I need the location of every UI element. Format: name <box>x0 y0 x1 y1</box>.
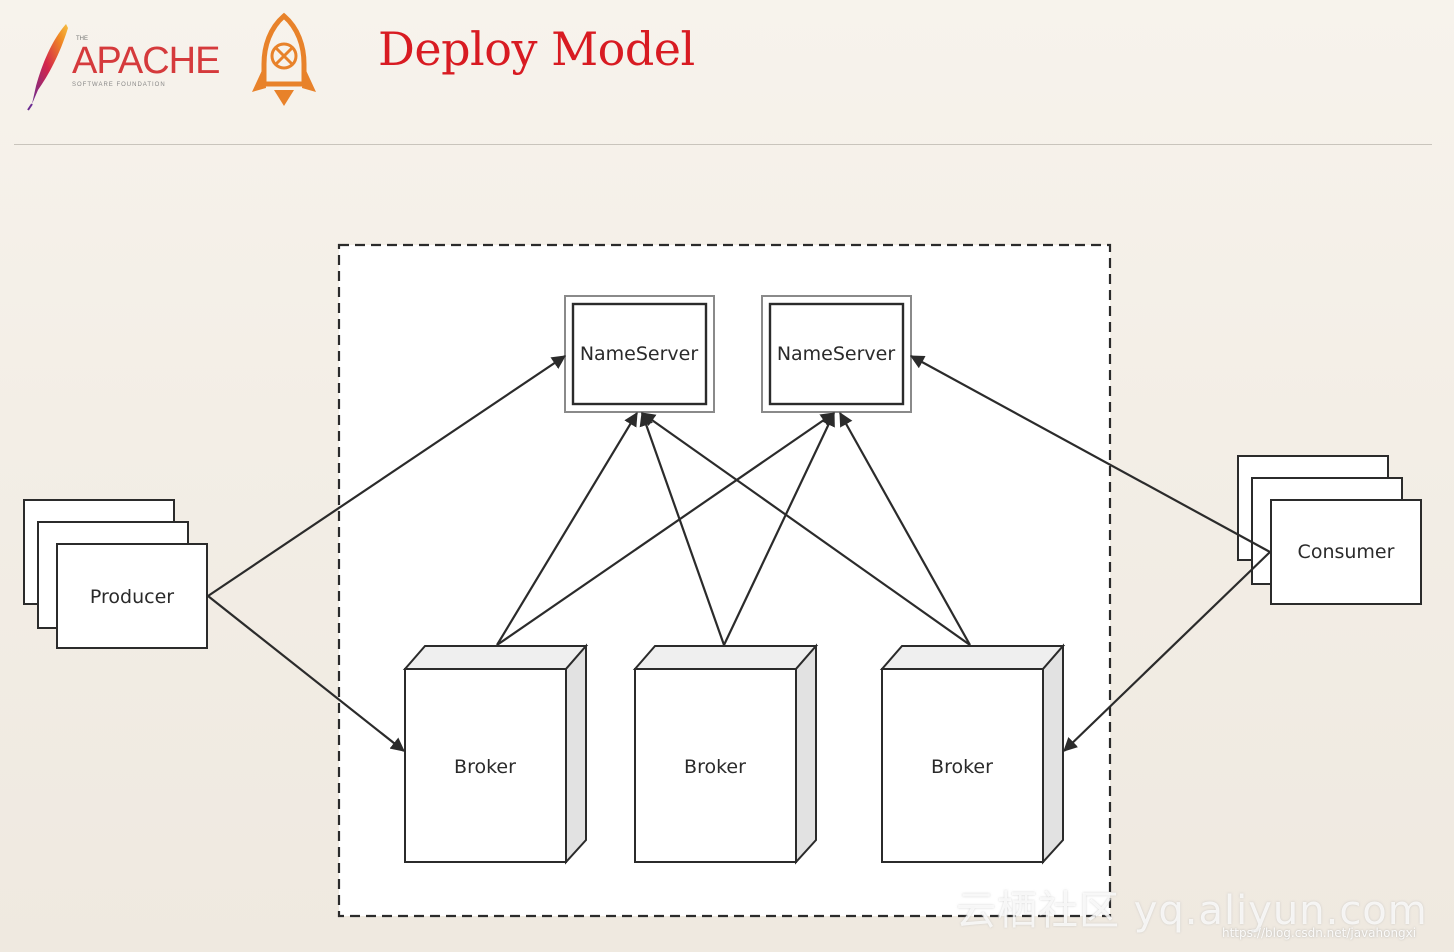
header-divider <box>14 144 1432 145</box>
broker-node-1[interactable]: Broker <box>402 643 589 865</box>
apache-logo: THE APACHE SOFTWARE FOUNDATION <box>22 20 242 112</box>
producer-label: Producer <box>90 586 174 608</box>
consumer-node[interactable]: Consumer <box>1237 455 1422 605</box>
producer-node[interactable]: Producer <box>23 499 208 649</box>
edge-producer-nameserver <box>207 355 566 597</box>
apache-feather-icon <box>27 24 68 111</box>
broker-label-1: Broker <box>454 756 516 778</box>
apache-subtitle: SOFTWARE FOUNDATION <box>72 82 166 88</box>
edge-broker1-nameserver1 <box>496 412 638 646</box>
watermark-brand: 云栖社区 yq.aliyun.com <box>956 888 1428 934</box>
header: THE APACHE SOFTWARE FOUNDATION Deploy Mo… <box>0 0 1454 145</box>
rocketmq-icon <box>252 12 316 106</box>
edge-producer-broker <box>207 595 405 752</box>
broker-label-2: Broker <box>684 756 746 778</box>
nameserver-node-1[interactable]: NameServer <box>564 295 715 413</box>
edge-consumer-nameserver <box>909 355 1271 553</box>
edge-broker3-nameserver2 <box>839 411 971 646</box>
page-title: Deploy Model <box>378 22 695 76</box>
broker-label-3: Broker <box>931 756 993 778</box>
watermark-url: https://blog.csdn.net/javahongxi <box>1222 926 1417 940</box>
edge-broker2-nameserver2 <box>723 411 835 646</box>
nameserver-label-2: NameServer <box>777 343 896 365</box>
consumer-label: Consumer <box>1298 541 1395 563</box>
apache-the-text: THE <box>76 36 88 42</box>
edge-consumer-broker <box>1063 551 1271 752</box>
broker-node-2[interactable]: Broker <box>632 643 819 865</box>
broker-node-3[interactable]: Broker <box>879 643 1066 865</box>
apache-wordmark: APACHE <box>72 40 220 82</box>
edge-broker2-nameserver1 <box>639 411 726 646</box>
nameserver-node-2[interactable]: NameServer <box>761 295 912 413</box>
edge-broker1-nameserver2 <box>496 412 835 646</box>
edge-broker3-nameserver1 <box>641 412 971 646</box>
nameserver-label-1: NameServer <box>580 343 699 365</box>
